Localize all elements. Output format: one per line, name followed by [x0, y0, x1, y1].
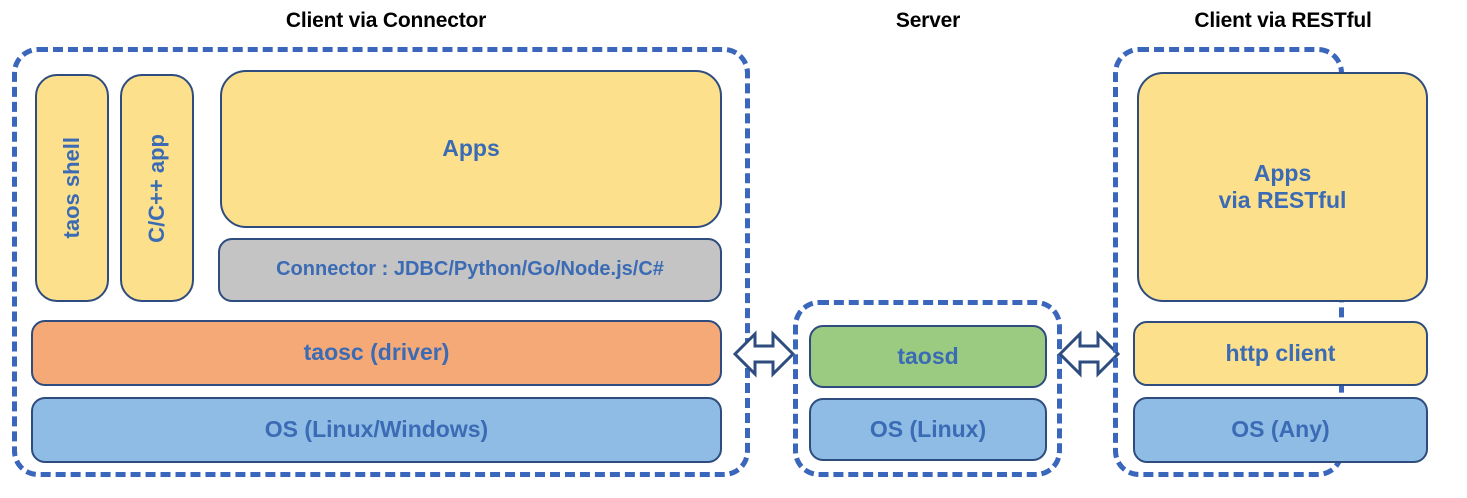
node-apps-restful-label-line2: via RESTful [1218, 187, 1347, 213]
node-apps-restful-label-line1: Apps [1253, 159, 1312, 186]
node-os-any[interactable]: OS (Any) [1133, 397, 1428, 463]
node-taosc-driver-label: taosc (driver) [303, 339, 450, 366]
node-apps-restful-text: Apps via RESTful [1219, 160, 1347, 214]
node-http-client[interactable]: http client [1133, 321, 1428, 386]
node-c-cpp-app-label: C/C++ app [144, 133, 170, 243]
node-apps-connector[interactable]: Apps [220, 70, 722, 228]
node-c-cpp-app[interactable]: C/C++ app [120, 74, 194, 302]
panel-title-client-restful: Client via RESTful [1194, 9, 1372, 32]
node-connector-list[interactable]: Connector : JDBC/Python/Go/Node.js/C# [218, 238, 722, 302]
panel-title-server: Server [895, 9, 961, 32]
panel-client-connector [12, 47, 750, 477]
node-http-client-label: http client [1225, 339, 1336, 366]
node-apps-restful[interactable]: Apps via RESTful [1137, 72, 1428, 302]
node-os-linux[interactable]: OS (Linux) [809, 398, 1047, 461]
node-os-linux-label: OS (Linux) [869, 415, 987, 442]
node-os-linux-windows-label: OS (Linux/Windows) [264, 416, 489, 443]
node-os-linux-windows[interactable]: OS (Linux/Windows) [31, 397, 722, 463]
node-taos-shell-label: taos shell [59, 137, 85, 239]
double-headed-arrow-left [733, 325, 795, 383]
panel-server [793, 300, 1062, 477]
node-taosc-driver[interactable]: taosc (driver) [31, 320, 722, 386]
node-os-any-label: OS (Any) [1231, 416, 1330, 443]
node-connector-list-label: Connector : JDBC/Python/Go/Node.js/C# [276, 258, 664, 281]
panel-title-client-connector: Client via Connector [285, 9, 487, 32]
node-taosd-label: taosd [897, 342, 959, 369]
node-apps-connector-label: Apps [442, 135, 500, 162]
node-taos-shell[interactable]: taos shell [35, 74, 109, 302]
node-taosd[interactable]: taosd [809, 325, 1047, 388]
double-headed-arrow-right [1058, 325, 1120, 383]
